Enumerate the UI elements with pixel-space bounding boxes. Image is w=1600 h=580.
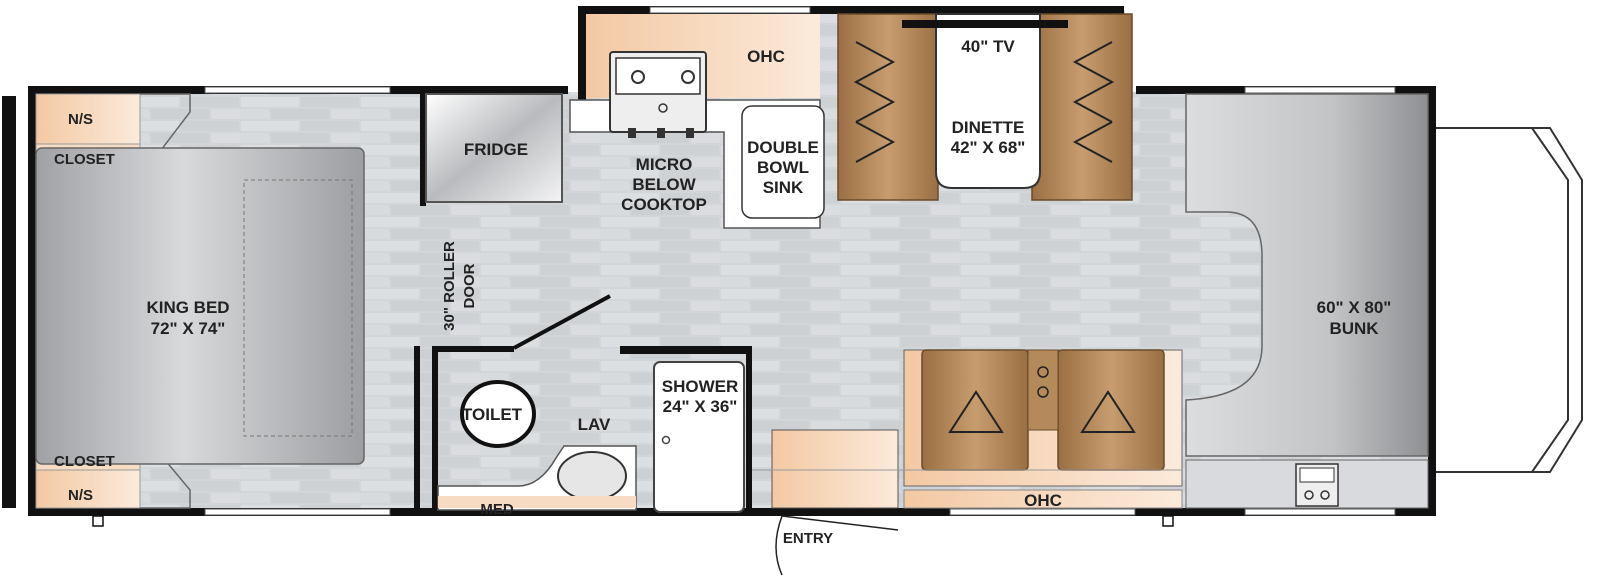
label-entry: ENTRY xyxy=(783,530,833,547)
label-ns-bottom: N/S xyxy=(68,487,93,504)
sofa-seat-left xyxy=(921,349,1029,471)
sofa-seatbelts xyxy=(948,390,1136,433)
label-sink: DOUBLE xyxy=(747,138,819,157)
label-closet-top: CLOSET xyxy=(54,151,115,168)
label-fridge: FRIDGE xyxy=(464,140,528,159)
entry-step xyxy=(771,429,899,509)
label-ohc-sofa: OHC xyxy=(1024,491,1062,510)
label-ns-top: N/S xyxy=(68,111,93,128)
label-sink-bowl: BOWL xyxy=(757,158,809,177)
bath-door xyxy=(513,294,611,350)
label-shower-size: 24" X 36" xyxy=(663,397,738,416)
label-med: MED xyxy=(480,501,514,518)
label-ohc-kitchen: OHC xyxy=(747,47,785,66)
front-cab-outline xyxy=(1432,127,1569,473)
label-tv: 40" TV xyxy=(961,37,1015,56)
sofa-seat-right xyxy=(1057,349,1165,471)
dinette-table xyxy=(935,13,1041,189)
label-bunk-size: 60" X 80" xyxy=(1317,298,1392,317)
bunk xyxy=(1185,93,1429,457)
dinette-seat-right xyxy=(1031,13,1133,201)
label-closet-bottom: CLOSET xyxy=(54,453,115,470)
tv xyxy=(902,20,1068,28)
fridge xyxy=(425,93,563,203)
dinette-seatbelts xyxy=(853,41,1115,163)
label-micro: MICRO xyxy=(636,155,693,174)
rear-bumper xyxy=(2,96,16,508)
label-micro-cooktop: COOKTOP xyxy=(621,195,707,214)
label-dinette-size: 42" X 68" xyxy=(951,138,1026,157)
label-micro-below: BELOW xyxy=(632,175,696,194)
shower xyxy=(653,361,745,513)
interior-walls xyxy=(414,94,752,512)
label-shower: SHOWER xyxy=(662,377,739,396)
cupholder xyxy=(1037,366,1049,378)
ohc-sofa-cabinet xyxy=(903,489,1183,509)
label-dinette: DINETTE xyxy=(952,118,1025,137)
king-bed xyxy=(35,147,365,465)
entry-door-swing xyxy=(775,515,899,576)
label-roller-door-2: DOOR xyxy=(461,263,478,308)
label-king-bed: KING BED xyxy=(146,298,229,317)
label-bunk: BUNK xyxy=(1329,319,1379,338)
cupholder xyxy=(1037,386,1049,398)
label-toilet: TOILET xyxy=(462,405,523,424)
nightstand-bottom xyxy=(35,469,141,509)
label-lav: LAV xyxy=(578,415,611,434)
lav-sink xyxy=(557,451,627,501)
dinette-seat-left xyxy=(837,13,939,201)
med-cabinet xyxy=(438,496,636,508)
label-roller-door: 30" ROLLER xyxy=(441,241,458,331)
windows xyxy=(204,6,1396,516)
double-bowl-sink xyxy=(741,105,825,219)
label-sink-sink: SINK xyxy=(763,178,804,197)
toilet xyxy=(460,380,536,448)
label-king-bed-size: 72" X 74" xyxy=(151,319,226,338)
